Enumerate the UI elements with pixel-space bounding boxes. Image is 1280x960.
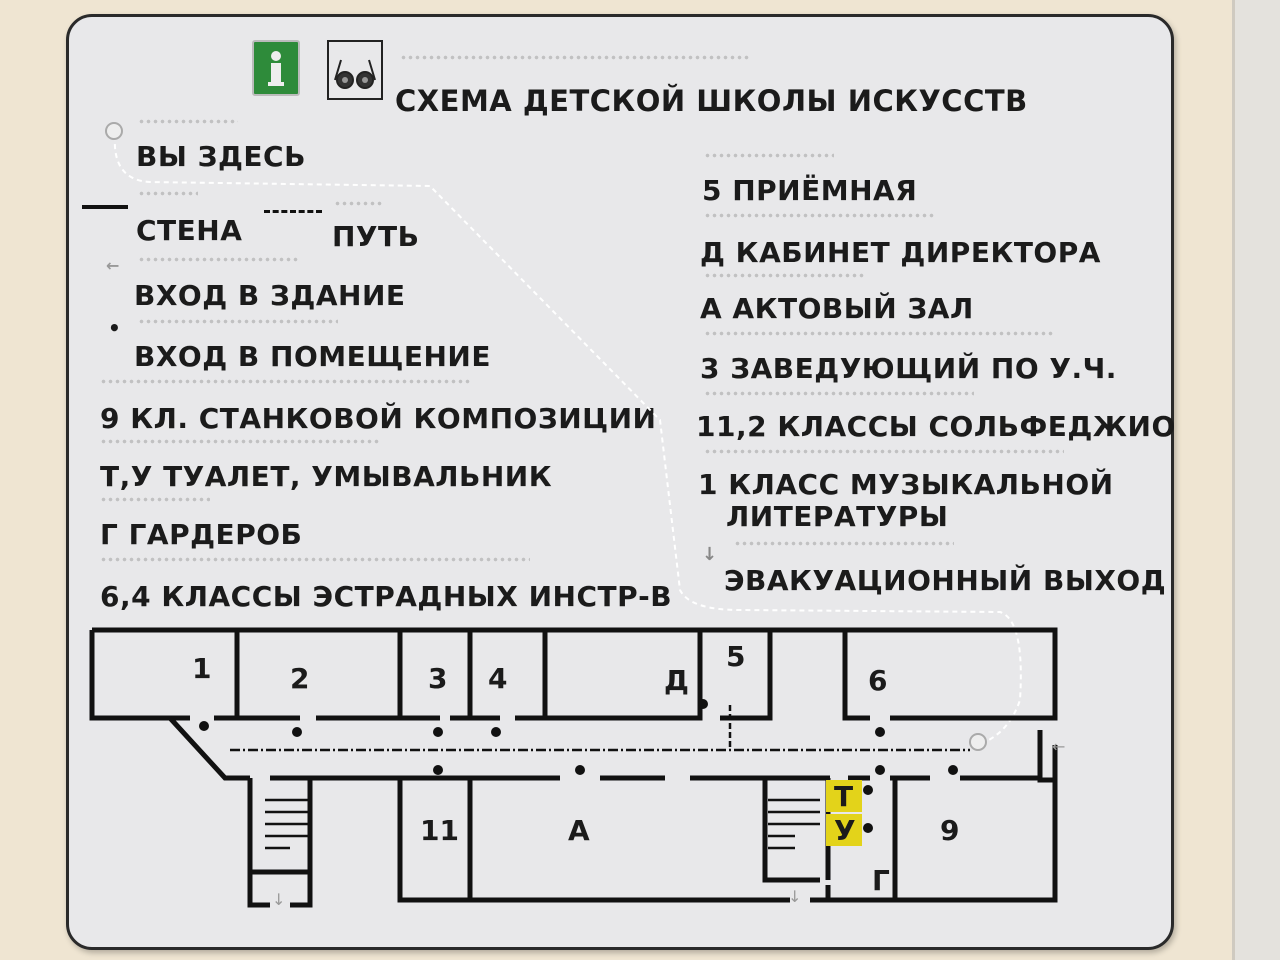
room-entrance-icon: •	[108, 316, 122, 340]
low-vision-glasses-icon	[327, 40, 383, 100]
page-title: СХЕМА ДЕТСКОЙ ШКОЛЫ ИСКУССТВ	[395, 84, 1028, 118]
room-label-washbasin: У	[834, 814, 856, 847]
info-icon	[252, 40, 300, 96]
legend-item: 11,2 КЛАССЫ СОЛЬФЕДЖИО	[696, 410, 1176, 443]
legend-item: Т,У ТУАЛЕТ, УМЫВАЛЬНИК	[100, 460, 553, 493]
legend-you-are-here: ВЫ ЗДЕСЬ	[136, 140, 306, 173]
toilet-room	[826, 780, 862, 812]
walls	[89, 627, 1058, 908]
washbasin-room	[826, 814, 862, 846]
braille-label	[334, 200, 382, 208]
wall-symbol	[82, 205, 128, 209]
braille-label	[704, 330, 1054, 338]
legend-room-entrance: ВХОД В ПОМЕЩЕНИЕ	[134, 340, 491, 373]
legend-item: А АКТОВЫЙ ЗАЛ	[700, 292, 974, 325]
legend-wall: СТЕНА	[136, 214, 243, 247]
braille-label	[100, 378, 470, 386]
room-label-6: 6	[868, 664, 887, 697]
exit-arrow-icon: ↓	[788, 887, 801, 906]
legend-item: Д КАБИНЕТ ДИРЕКТОРА	[700, 236, 1101, 269]
you-are-here-marker	[105, 122, 123, 140]
braille-label	[100, 496, 210, 504]
room-label-assembly-hall: А	[568, 814, 590, 847]
legend-item: 3 ЗАВЕДУЮЩИЙ ПО У.Ч.	[700, 352, 1117, 385]
braille-label	[100, 438, 380, 446]
braille-label	[704, 212, 934, 220]
legend-exit: ЭВАКУАЦИОННЫЙ ВЫХОД	[724, 564, 1167, 597]
room-label-wardrobe: Г	[872, 864, 890, 897]
route-path	[113, 134, 1022, 743]
you-are-here-marker	[969, 733, 987, 751]
room-label-11: 11	[420, 814, 459, 847]
braille-label	[704, 390, 974, 398]
stairs	[265, 798, 820, 850]
room-entrance-markers	[199, 699, 958, 833]
braille-label	[100, 556, 530, 564]
entrance-arrow-icon: ←	[1052, 737, 1065, 756]
braille-label	[138, 318, 338, 326]
room-label-1: 1	[192, 652, 211, 685]
exit-arrow-icon: ↓	[702, 544, 718, 565]
legend-item: 9 КЛ. СТАНКОВОЙ КОМПОЗИЦИИ	[100, 402, 657, 435]
legend-path: ПУТЬ	[332, 220, 420, 253]
legend-item: 6,4 КЛАССЫ ЭСТРАДНЫХ ИНСТР-В	[100, 580, 673, 613]
legend-item: ЛИТЕРАТУРЫ	[726, 500, 949, 533]
door-frame	[1232, 0, 1280, 960]
room-label-2: 2	[290, 662, 309, 695]
entrance-arrow-icon: ←	[106, 256, 120, 275]
room-label-3: 3	[428, 662, 447, 695]
legend-item: Г ГАРДЕРОБ	[100, 518, 303, 551]
braille-label	[734, 540, 954, 548]
braille-title	[400, 54, 750, 62]
room-label-toilet: Т	[834, 780, 853, 813]
exit-arrow-icon: ↓	[272, 890, 285, 909]
room-label-4: 4	[488, 662, 507, 695]
braille-label	[138, 256, 298, 264]
braille-label	[704, 272, 864, 280]
braille-label	[138, 118, 238, 126]
legend-item: 1 КЛАСС МУЗЫКАЛЬНОЙ	[698, 468, 1114, 501]
room-label-9: 9	[940, 814, 959, 847]
room-label-5: 5	[726, 640, 745, 673]
braille-label	[138, 190, 198, 198]
braille-label	[704, 152, 834, 160]
legend-building-entrance: ВХОД В ЗДАНИЕ	[134, 279, 406, 312]
braille-label	[704, 448, 1064, 456]
room-label-director: Д	[664, 664, 689, 697]
path-symbol	[264, 210, 322, 213]
legend-item: 5 ПРИЁМНАЯ	[702, 174, 918, 207]
